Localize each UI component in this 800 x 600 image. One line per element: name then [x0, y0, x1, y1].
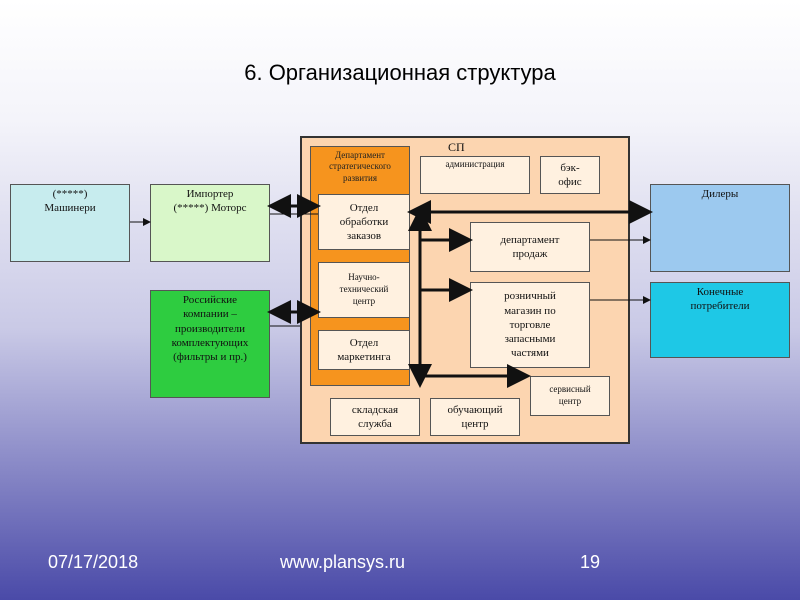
- warehouse-box: складская служба: [330, 398, 420, 436]
- marketing-box: Отдел маркетинга: [318, 330, 410, 370]
- dealers-box: Дилеры: [650, 184, 790, 272]
- marketing-label: Отдел маркетинга: [337, 336, 391, 363]
- footer-site: www.plansys.ru: [280, 552, 406, 572]
- consumers-box: Конечные потребители: [650, 282, 790, 358]
- russian-companies-box: Российские компании – производители комп…: [150, 290, 270, 398]
- science-center-label: Научно- технический центр: [339, 272, 389, 306]
- russian-companies-label: Российские компании – производители комп…: [171, 294, 249, 364]
- dealers-label: Дилеры: [701, 188, 739, 200]
- order-processing-label: Отдел обработки заказов: [339, 201, 389, 243]
- retail-store-label: розничный магазин по торговле запасными …: [504, 290, 556, 360]
- administration-box: администрация: [420, 156, 530, 194]
- back-office-box: бэк- офис: [540, 156, 600, 194]
- strategic-dept-label: Департамент стратегического развития: [329, 150, 391, 183]
- order-processing-box: Отдел обработки заказов: [318, 194, 410, 250]
- importer-label: Импортер (*****) Моторс: [173, 188, 247, 215]
- back-office-label: бэк- офис: [558, 161, 582, 188]
- machinery-box: (*****) Машинери: [10, 184, 130, 262]
- sales-dept-label: департамент продаж: [500, 233, 560, 260]
- training-center-box: обучающий центр: [430, 398, 520, 436]
- slide-title: 6. Организационная структура: [244, 60, 556, 85]
- consumers-label: Конечные потребители: [690, 286, 750, 313]
- service-center-label: сервисный центр: [549, 384, 591, 406]
- machinery-label: (*****) Машинери: [44, 188, 96, 215]
- importer-box: Импортер (*****) Моторс: [150, 184, 270, 262]
- footer-page-number: 19: [580, 552, 601, 572]
- training-center-label: обучающий центр: [447, 403, 503, 430]
- retail-store-box: розничный магазин по торговле запасными …: [470, 282, 590, 368]
- warehouse-label: складская служба: [351, 403, 399, 430]
- service-center-box: сервисный центр: [530, 376, 610, 416]
- sp-label: СП: [448, 140, 465, 154]
- science-center-box: Научно- технический центр: [318, 262, 410, 318]
- administration-label: администрация: [445, 159, 505, 169]
- footer-date: 07/17/2018: [48, 552, 139, 572]
